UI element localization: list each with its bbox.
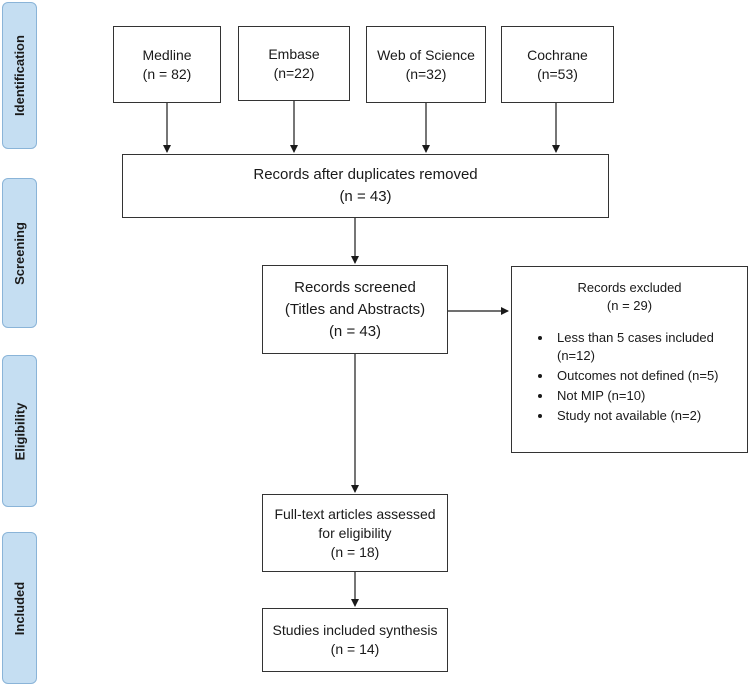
duplicates-label: Records after duplicates removed [253,166,478,183]
source-name: Cochrane [527,46,588,63]
excluded-reason: Less than 5 cases included (n=12) [553,329,747,365]
duplicates-count: (n = 43) [339,188,392,205]
included-count: (n = 14) [330,641,380,657]
fulltext-box: Full-text articles assessed for eligibil… [262,494,448,572]
screened-box: Records screened (Titles and Abstracts) … [262,265,448,354]
fulltext-subtitle: for eligibility [318,524,392,541]
phase-eligibility: Eligibility [2,355,37,507]
duplicates-box: Records after duplicates removed (n = 43… [122,154,609,218]
source-box-cochrane: Cochrane (n=53) [501,26,614,103]
source-name: Medline [142,46,192,63]
included-label: Studies included synthesis [272,622,438,638]
phase-screening: Screening [2,178,37,328]
excluded-reason: Not MIP (n=10) [553,387,747,405]
source-name: Web of Science [377,46,475,63]
screened-title: Records screened [294,278,416,296]
phase-identification: Identification [2,2,37,149]
excluded-count: (n = 29) [606,298,653,313]
source-count: (n=53) [537,65,578,82]
source-box-medline: Medline (n = 82) [113,26,221,103]
fulltext-title: Full-text articles assessed [274,505,436,522]
excluded-reasons-list: Less than 5 cases included (n=12) Outcom… [512,329,747,425]
included-box: Studies included synthesis (n = 14) [262,608,448,672]
screened-count: (n = 43) [328,322,382,340]
source-count: (n = 82) [142,65,192,82]
excluded-reason: Outcomes not defined (n=5) [553,367,747,385]
excluded-reason: Study not available (n=2) [553,407,747,425]
source-box-embase: Embase (n=22) [238,26,350,101]
excluded-box: Records excluded (n = 29) Less than 5 ca… [511,266,748,453]
screened-subtitle: (Titles and Abstracts) [284,300,426,318]
fulltext-count: (n = 18) [330,543,380,560]
excluded-title: Records excluded [577,280,682,295]
source-name: Embase [268,45,320,62]
source-count: (n=32) [405,65,447,82]
phase-included: Included [2,532,37,684]
source-box-web-of-science: Web of Science (n=32) [366,26,486,103]
source-count: (n=22) [273,64,315,81]
